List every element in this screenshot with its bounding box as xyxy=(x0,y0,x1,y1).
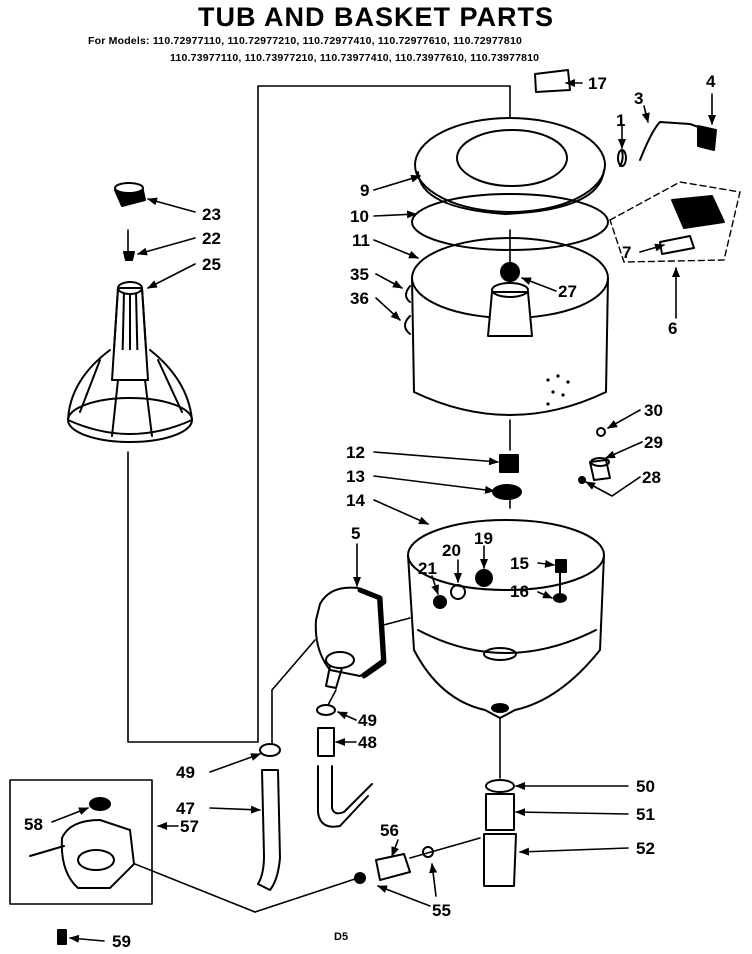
parts-57-58-59-group xyxy=(9,779,153,945)
label-part-36: 36 xyxy=(350,289,369,308)
part-48-hose xyxy=(317,727,335,757)
spin-basket xyxy=(411,237,609,416)
tub-cover-gasket xyxy=(411,193,609,251)
parts-6-7-box xyxy=(609,181,741,263)
label-part-22: 22 xyxy=(202,229,221,248)
label-part-9: 9 xyxy=(360,181,369,200)
label-part-1: 1 xyxy=(616,111,625,130)
label-part-20: 20 xyxy=(442,541,461,560)
label-part-49-upper: 49 xyxy=(358,711,377,730)
label-part-59: 59 xyxy=(112,932,131,951)
agitator-assembly xyxy=(67,182,193,443)
clip-36 xyxy=(404,315,411,335)
label-part-56: 56 xyxy=(380,821,399,840)
label-part-13: 13 xyxy=(346,467,365,486)
part-55-clamp-a xyxy=(354,872,366,884)
label-part-6: 6 xyxy=(668,319,677,338)
label-part-49-lower: 49 xyxy=(176,763,195,782)
label-part-30: 30 xyxy=(644,401,663,420)
footer-code: D5 xyxy=(334,931,348,943)
parts-1-3-4 xyxy=(617,121,717,167)
leader-lines xyxy=(51,79,716,943)
outer-tub xyxy=(407,519,605,719)
label-part-58: 58 xyxy=(24,815,43,834)
part-50-seal xyxy=(485,779,515,793)
label-part-14: 14 xyxy=(346,491,365,510)
label-part-3: 3 xyxy=(634,89,643,108)
label-part-48: 48 xyxy=(358,733,377,752)
label-part-5: 5 xyxy=(351,524,360,543)
model-list-line-2: 110.73977110, 110.73977210, 110.73977410… xyxy=(170,52,540,64)
part-49-clamp-upper xyxy=(316,704,336,716)
part-55-clamp-b xyxy=(422,846,434,858)
label-part-29: 29 xyxy=(644,433,663,452)
label-part-19: 19 xyxy=(474,529,493,548)
label-part-27: 27 xyxy=(558,282,577,301)
label-part-28: 28 xyxy=(642,468,661,487)
part-number-labels: 23 22 25 17 1 3 4 7 6 9 10 11 35 36 27 3… xyxy=(24,72,716,951)
water-pump xyxy=(314,586,387,689)
tub-ring xyxy=(414,117,606,215)
label-part-7: 7 xyxy=(622,243,631,262)
assembly-outline-lines xyxy=(124,85,511,913)
part-49-clamp-lower xyxy=(259,743,281,757)
label-part-4: 4 xyxy=(706,72,716,91)
label-part-17: 17 xyxy=(588,74,607,93)
diagram-title: TUB AND BASKET PARTS xyxy=(198,2,554,32)
label-part-55: 55 xyxy=(432,901,451,920)
model-list-line-1: For Models: 110.72977110, 110.72977210, … xyxy=(88,35,523,47)
label-part-15: 15 xyxy=(510,554,529,573)
label-part-12: 12 xyxy=(346,443,365,462)
label-part-52: 52 xyxy=(636,839,655,858)
part-51-bearing xyxy=(485,793,515,831)
label-part-10: 10 xyxy=(350,207,369,226)
label-part-35: 35 xyxy=(350,265,369,284)
label-part-57: 57 xyxy=(180,817,199,836)
part-47-hose xyxy=(257,769,281,891)
drain-hose-elbow xyxy=(317,765,373,828)
clip-35 xyxy=(405,285,411,303)
label-part-25: 25 xyxy=(202,255,221,274)
label-part-11: 11 xyxy=(352,231,370,250)
part-12-nut xyxy=(499,454,519,473)
parts-28-29-30 xyxy=(578,427,611,484)
part-13-washer xyxy=(492,484,522,500)
part-52-tube xyxy=(483,833,517,887)
part-17-bracket xyxy=(534,69,571,93)
label-part-16: 16 xyxy=(510,582,529,601)
part-56-fitting xyxy=(375,853,411,881)
label-part-23: 23 xyxy=(202,205,221,224)
label-part-51: 51 xyxy=(636,805,655,824)
label-part-21: 21 xyxy=(418,559,437,578)
label-part-47: 47 xyxy=(176,799,195,818)
label-part-50: 50 xyxy=(636,777,655,796)
